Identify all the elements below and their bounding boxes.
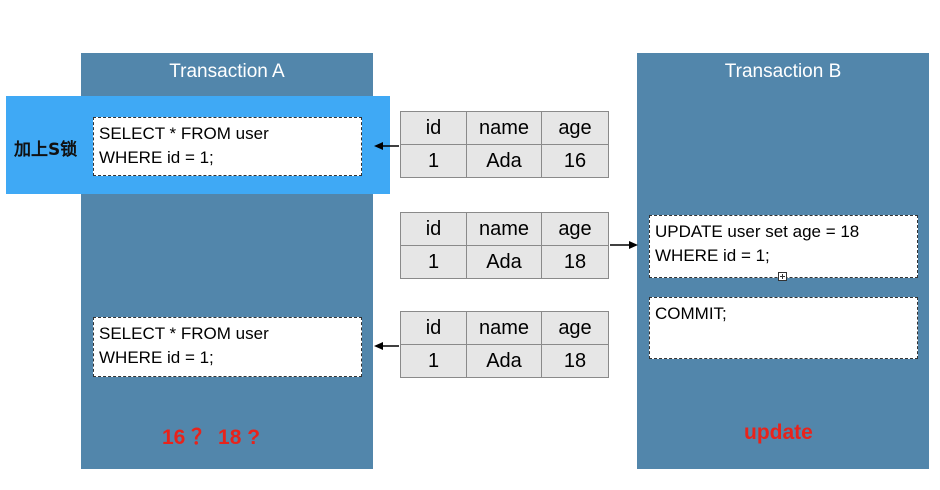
header-id: id — [400, 111, 467, 145]
arrow-left-icon — [374, 142, 399, 150]
arrow-left-icon — [374, 342, 399, 350]
cell-id: 1 — [400, 144, 467, 178]
cell-name: Ada — [466, 344, 542, 378]
cell-name: Ada — [466, 245, 542, 279]
cell-age: 18 — [541, 344, 609, 378]
table-row: 1 Ada 18 — [400, 344, 609, 378]
update-note: update — [744, 421, 813, 444]
cell-age: 18 — [541, 245, 609, 279]
header-name: name — [466, 212, 542, 246]
table-row: 1 Ada 16 — [400, 144, 609, 178]
user-table-1: id name age 1 Ada 16 — [400, 111, 609, 178]
user-table-3: id name age 1 Ada 18 — [400, 311, 609, 378]
result-note: 16 ？ 18 ? — [162, 426, 261, 449]
select-query-line-2: WHERE id = 1; — [99, 148, 214, 167]
header-age: age — [541, 212, 609, 246]
table-header-row: id name age — [400, 212, 609, 246]
transaction-b-title: Transaction B — [724, 61, 842, 82]
user-table-2: id name age 1 Ada 18 — [400, 212, 609, 279]
header-id: id — [400, 212, 467, 246]
commit-line: COMMIT; — [655, 304, 727, 323]
select-query-line-1: SELECT * FROM user — [99, 324, 269, 343]
table-header-row: id name age — [400, 111, 609, 145]
select-query-line-1: SELECT * FROM user — [99, 124, 269, 143]
header-name: name — [466, 311, 542, 345]
select-query-box-1[interactable]: SELECT * FROM user WHERE id = 1; — [93, 117, 362, 176]
cell-name: Ada — [466, 144, 542, 178]
lock-label: 加上S锁 — [14, 140, 78, 160]
select-query-line-2: WHERE id = 1; — [99, 348, 214, 367]
arrow-right-icon — [610, 241, 638, 249]
header-name: name — [466, 111, 542, 145]
update-query-line-2: WHERE id = 1; — [655, 246, 770, 265]
update-query-line-1: UPDATE user set age = 18 — [655, 222, 860, 241]
header-id: id — [400, 311, 467, 345]
select-query-box-2[interactable]: SELECT * FROM user WHERE id = 1; — [93, 317, 362, 377]
resize-handle-icon[interactable] — [778, 272, 787, 281]
table-row: 1 Ada 18 — [400, 245, 609, 279]
update-query-box[interactable]: UPDATE user set age = 18 WHERE id = 1; — [649, 215, 918, 278]
header-age: age — [541, 311, 609, 345]
cell-age: 16 — [541, 144, 609, 178]
commit-box[interactable]: COMMIT; — [649, 297, 918, 359]
transaction-a-title: Transaction A — [169, 61, 285, 82]
table-header-row: id name age — [400, 311, 609, 345]
